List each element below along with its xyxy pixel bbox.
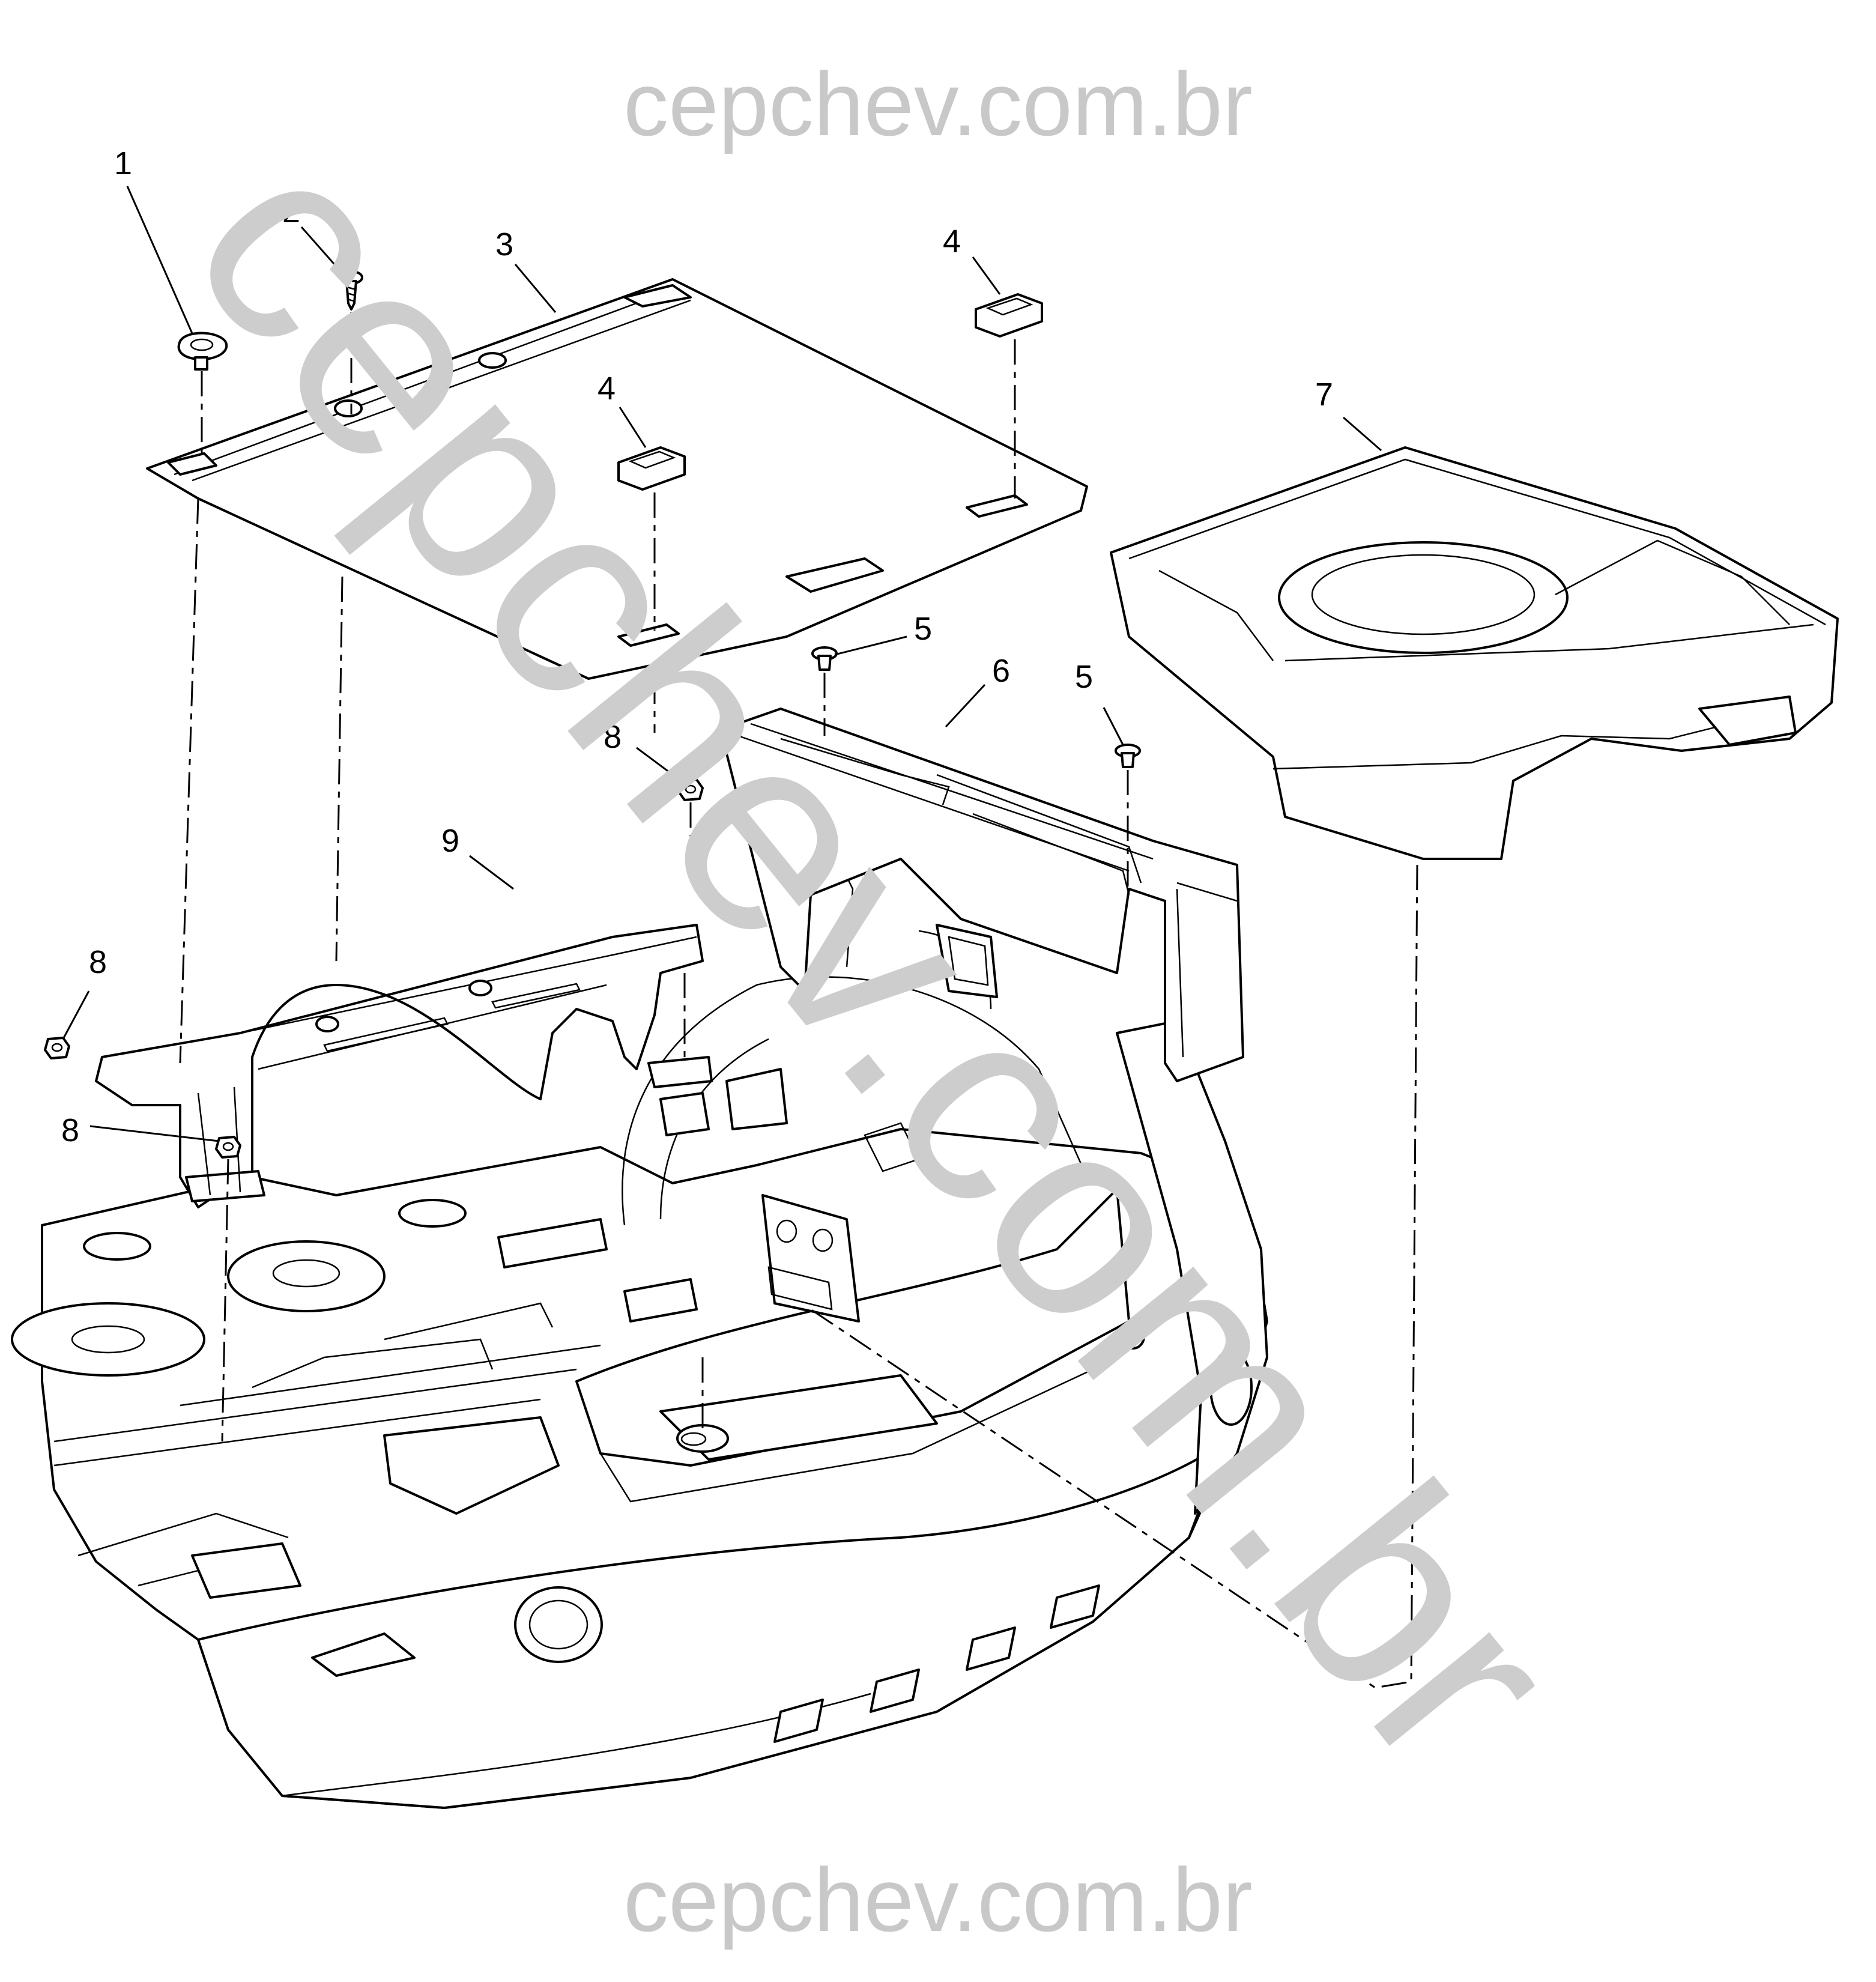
part-4-tie-down-hook-b — [975, 293, 1043, 338]
part-5-retainer-a — [811, 646, 838, 671]
callouts: 1 2 3 4 4 5 5 6 7 8 8 8 9 — [61, 145, 1333, 1148]
callout-1: 1 — [114, 145, 132, 181]
callout-6: 6 — [992, 653, 1010, 689]
part-6-storage-compartment — [719, 708, 1244, 1082]
part-1-d-ring — [177, 332, 228, 371]
watermark-top: cepchev.com.br — [623, 53, 1253, 154]
part-4-tie-down-hook-a — [617, 446, 686, 491]
part-7-spare-tire-organizer — [1110, 446, 1839, 860]
leader-lines — [62, 186, 1382, 1142]
part-8-nut-b — [44, 1037, 70, 1059]
callout-7: 7 — [1315, 377, 1333, 413]
part-2-screw — [339, 270, 363, 311]
callout-2: 2 — [282, 193, 300, 229]
callout-8b: 8 — [89, 944, 107, 980]
callout-4a: 4 — [598, 371, 616, 407]
part-8-nut-c — [215, 1136, 241, 1159]
callout-5b: 5 — [1075, 659, 1093, 695]
part-8-nut-a — [677, 778, 704, 801]
watermark-bottom: cepchev.com.br — [623, 1849, 1253, 1950]
callout-4b: 4 — [943, 223, 961, 259]
assembly-lines — [179, 312, 1418, 1689]
vehicle-rear-body — [11, 840, 1268, 1809]
callout-8a: 8 — [604, 719, 622, 755]
part-9-crossmember-bracket — [95, 924, 713, 1208]
callout-8c: 8 — [61, 1112, 79, 1148]
part-5-retainer-b — [1115, 744, 1141, 768]
callout-3: 3 — [495, 226, 513, 262]
part-3-floor-panel — [146, 278, 1088, 680]
callout-5a: 5 — [914, 611, 932, 647]
callout-9: 9 — [441, 823, 459, 859]
